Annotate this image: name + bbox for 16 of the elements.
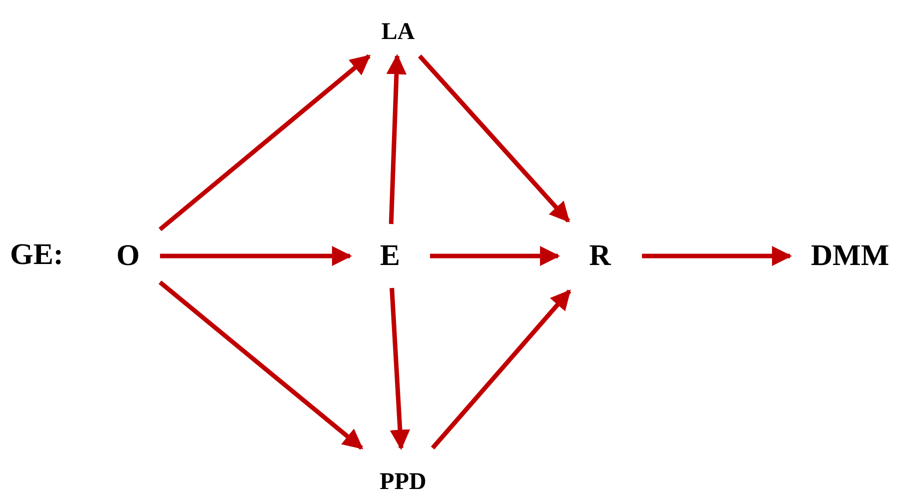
node-label: DMM [810,239,890,273]
node-label: LA [381,18,415,46]
node-label: PPD [380,468,426,496]
arrow [642,246,792,266]
arrow [390,288,410,450]
node-label: R [589,239,611,273]
node-label: O [116,239,140,273]
arrow [158,54,371,232]
arrow [160,246,352,266]
diagram-label: GE: [10,238,64,272]
arrow [418,54,570,222]
arrow [158,280,364,450]
arrow [430,289,572,450]
arrow [430,246,560,266]
node-label: E [380,239,400,273]
arrow [386,54,407,224]
